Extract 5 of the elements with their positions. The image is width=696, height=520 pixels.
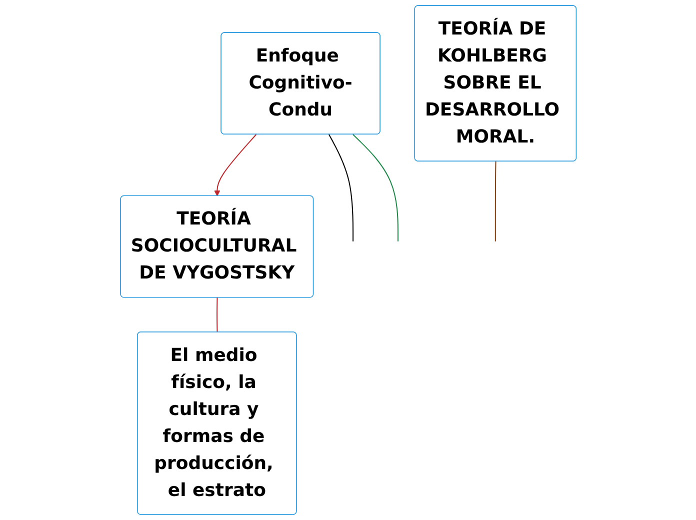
connector-line	[352, 134, 398, 242]
connector-line	[216, 298, 218, 332]
connector-line	[214, 134, 256, 196]
connector-line	[494, 161, 496, 242]
connector-line	[328, 134, 354, 242]
